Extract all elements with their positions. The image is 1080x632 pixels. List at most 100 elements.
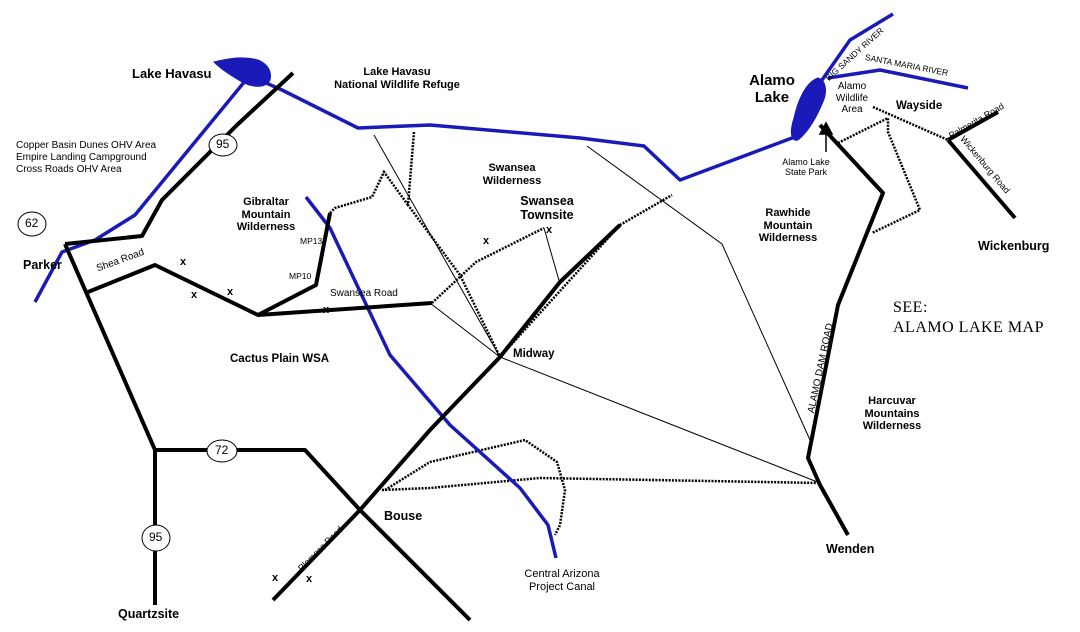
alamo-park-line1: Alamo Lake	[782, 157, 830, 167]
alamo-wildlife-label: Alamo Wildlife Area	[830, 81, 874, 116]
cap-canal	[304, 195, 558, 559]
harcuvar-line1: Harcuvar	[868, 395, 916, 407]
thin-road-midway-wenden	[499, 356, 821, 484]
wickenburg-label: Wickenburg	[978, 239, 1050, 253]
refuge-label-line1: Lake Havasu	[363, 66, 431, 78]
hwy-72	[155, 448, 472, 622]
site-marker: x	[180, 256, 187, 268]
dotted-road-8	[872, 105, 949, 142]
refuge-label-line2: National Wildlife Refuge	[334, 78, 460, 91]
swansea-road-label: Swansea Road	[330, 288, 398, 299]
plomosa-road	[271, 508, 362, 602]
site-marker: x	[483, 235, 490, 247]
wickenburg-road	[946, 138, 1017, 220]
dotted-road-7	[837, 115, 922, 235]
site-marker: x	[272, 572, 279, 584]
canal-line2: Project Canal	[528, 580, 596, 593]
swansea-wild-line1: Swansea	[488, 162, 536, 174]
milepost-10-label: MP10	[289, 271, 312, 281]
palmerita-road	[947, 110, 999, 142]
bouse-label: Bouse	[384, 509, 423, 523]
empire-landing-label: Empire Landing Campground	[16, 152, 147, 163]
site-marker: x	[191, 289, 198, 301]
shield-62-number: 62	[25, 216, 39, 230]
bill-williams-canal	[247, 73, 801, 182]
canal-label: Central Arizona Project Canal	[510, 568, 614, 593]
shea-road	[87, 212, 332, 317]
swansea-town-line2: Townsite	[520, 208, 574, 223]
water-features	[33, 12, 969, 559]
site-marker: x	[323, 304, 330, 316]
lake-havasu-label: Lake Havasu	[132, 66, 212, 81]
main-roads	[63, 71, 1017, 622]
lake-havasu-shape	[213, 57, 271, 87]
site-marker: x	[306, 573, 313, 585]
shield-95-south	[141, 524, 171, 552]
harcuvar-line2: Mountains	[864, 407, 920, 420]
see-note-line1: SEE:	[893, 299, 928, 316]
big-sandy-river	[813, 12, 894, 92]
wenden-label: Wenden	[826, 542, 875, 556]
arrow-head	[818, 121, 834, 135]
dotted-road-3	[431, 226, 545, 304]
cross-roads-label: Cross Roads OHV Area	[16, 164, 122, 175]
milepost-13-label: MP13	[300, 236, 323, 246]
dotted-road-6	[381, 476, 821, 492]
see-note-line2: ALAMO LAKE MAP	[893, 319, 1044, 336]
thin-road-east	[586, 145, 811, 441]
swansea-road	[257, 301, 433, 317]
site-marker: x	[227, 286, 234, 298]
midway-label: Midway	[513, 348, 555, 360]
quartzsite-label: Quartzsite	[118, 607, 180, 621]
copper-basin-label: Copper Basin Dunes OHV Area	[16, 140, 157, 151]
swansea-wilderness-label: Swansea Wilderness	[472, 162, 552, 187]
highway-shields	[17, 133, 238, 552]
alamo-dam-road	[806, 123, 885, 536]
bouse-midway	[358, 223, 622, 512]
thin-road-townsite	[543, 227, 561, 285]
dotted-road-1	[406, 131, 502, 358]
alamo-wildlife-line1: Alamo	[837, 81, 867, 92]
alamo-lake-line2: Lake	[754, 89, 790, 107]
shield-62	[17, 211, 47, 237]
dotted-roads	[329, 105, 949, 536]
shield-95-south-number: 95	[149, 530, 163, 544]
alamo-wildlife-line2: Wildlife	[835, 92, 869, 104]
shield-95-north-number: 95	[216, 137, 230, 151]
swansea-town-line1: Swansea	[520, 194, 574, 208]
rawhide-label: Rawhide Mountain Wilderness	[748, 207, 828, 245]
dotted-road-2	[329, 169, 410, 214]
wayside-label: Wayside	[896, 100, 943, 112]
alamo-lake-line1: Alamo	[749, 72, 795, 89]
harcuvar-line3: Wilderness	[862, 420, 922, 433]
santa-maria-river	[827, 68, 969, 90]
harcuvar-label: Harcuvar Mountains Wilderness	[852, 395, 932, 433]
alamo-wildlife-line3: Area	[841, 104, 863, 115]
rawhide-line2: Mountain	[763, 219, 813, 232]
cactus-plain-label: Cactus Plain WSA	[230, 353, 330, 365]
swansea-townsite-label: Swansea Townsite	[505, 194, 589, 223]
gibraltar-line2: Mountain	[241, 208, 291, 221]
gibraltar-line3: Wilderness	[236, 221, 296, 234]
canal-line1: Central Arizona	[524, 568, 600, 580]
dotted-road-5	[384, 438, 567, 536]
gibraltar-label: Gibraltar Mountain Wilderness	[226, 196, 306, 234]
hwy-95-south	[63, 243, 157, 605]
alamo-lake-label: Alamo Lake	[740, 72, 804, 107]
shield-95-north	[208, 133, 238, 157]
shield-72	[206, 439, 238, 463]
refuge-label: Lake Havasu National Wildlife Refuge	[322, 66, 472, 91]
shield-72-number: 72	[215, 443, 229, 457]
thin-road-midway-swansea	[429, 302, 501, 358]
parker-label: Parker	[23, 258, 62, 272]
thin-roads	[373, 134, 821, 484]
alamo-park-line2: State Park	[784, 167, 828, 178]
rawhide-line1: Rawhide	[765, 207, 811, 219]
alamo-park-label: Alamo Lake State Park	[776, 157, 836, 178]
gibraltar-line1: Gibraltar	[243, 196, 289, 208]
site-marker: x	[546, 224, 553, 236]
arrow-icon	[818, 121, 834, 152]
swansea-wild-line2: Wilderness	[482, 174, 542, 187]
